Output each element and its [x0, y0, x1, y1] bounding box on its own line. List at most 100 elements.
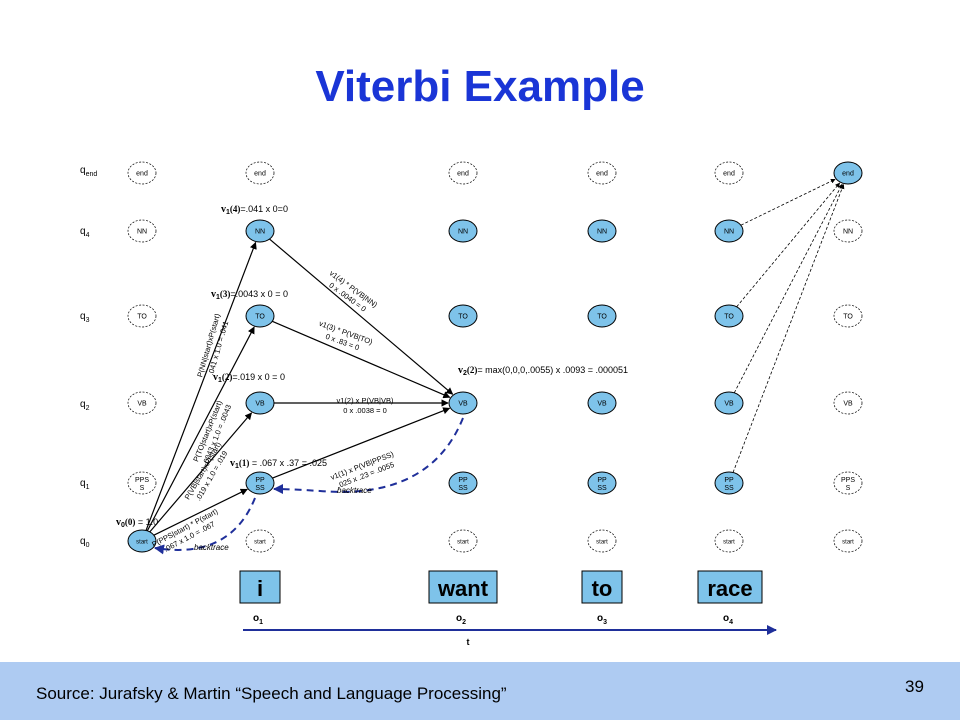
node-end-2: end: [448, 161, 478, 185]
node-to-4: TO: [714, 304, 744, 328]
observation-race: race o4: [697, 570, 763, 626]
node-nn-3: NN: [587, 219, 617, 243]
node-label: SS: [458, 485, 468, 492]
edge-ppss-4-to-end-5: [732, 184, 845, 473]
node-vb-3: VB: [587, 391, 617, 415]
edge-label-nn_vb: v1(4) * P(VB|NN)0 x .0040 = 0: [327, 269, 379, 314]
node-label: TO: [255, 314, 265, 321]
node-label: end: [842, 171, 854, 178]
node-vb-4: VB: [714, 391, 744, 415]
node-pps-5: PPSS: [833, 471, 863, 495]
node-label: SS: [724, 485, 734, 492]
node-label: S: [846, 485, 851, 492]
node-to-1: TO: [245, 304, 275, 328]
edge-nn-1-to-vb-2: [269, 238, 454, 395]
node-label: SS: [255, 485, 265, 492]
node-label: NN: [255, 229, 265, 236]
node-label: end: [254, 171, 266, 178]
node-label: PP: [724, 477, 734, 484]
state-label-end: qend: [80, 165, 97, 178]
node-nn-2: NN: [448, 219, 478, 243]
node-end-3: end: [587, 161, 617, 185]
edge-start-0-to-ppss-1: [153, 488, 248, 536]
backtrace-label: backtrace: [194, 543, 229, 552]
node-label: TO: [843, 314, 853, 321]
node-ppss-2: PPSS: [448, 471, 478, 495]
backtrace-vb-2-to-ppss-1: [273, 417, 464, 495]
node-label: start: [457, 540, 469, 546]
node-label: TO: [597, 314, 607, 321]
edge-vb-4-to-end-5: [733, 183, 843, 393]
node-label: VB: [137, 401, 147, 408]
edge-label-to_vb: v1(3) * P(VB|TO)0 x .83 = 0: [318, 319, 375, 353]
node-nn-1: NN: [245, 219, 275, 243]
node-end-1: end: [245, 161, 275, 185]
node-end-0: end: [127, 161, 157, 185]
node-label: NN: [843, 229, 853, 236]
observation-label: o3: [597, 613, 607, 626]
edge-start-0-to-vb-1: [149, 412, 252, 533]
edge-label-vb_vb: v1(2) x P(VB|VB)0 x .0038 = 0: [337, 396, 394, 415]
node-start-1: start: [245, 529, 275, 553]
node-label: start: [596, 540, 608, 546]
node-label: end: [457, 171, 469, 178]
page-number: 39: [905, 677, 924, 696]
node-start-0: start: [127, 529, 157, 553]
node-ppss-4: PPSS: [714, 471, 744, 495]
node-label: PP: [597, 477, 607, 484]
node-end-5: end: [833, 161, 863, 185]
node-label: VB: [597, 401, 607, 408]
node-label: SS: [597, 485, 607, 492]
node-label: VB: [843, 401, 853, 408]
edge-label-start_nn: P(NN|start)xP(start).041 x 1.0 = .041: [195, 312, 230, 378]
node-ppss-1: PPSS: [245, 471, 275, 495]
edge-to-1-to-vb-2: [272, 320, 451, 399]
node-label: TO: [137, 314, 147, 321]
node-label: NN: [724, 229, 734, 236]
node-label: PP: [255, 477, 265, 484]
observation-word: to: [592, 576, 613, 601]
node-start-4: start: [714, 529, 744, 553]
state-label-3: q3: [80, 311, 90, 324]
node-label: VB: [255, 401, 265, 408]
viterbi-value-v2_2: v2(2)= max(0,0,0,.0055) x .0093 = .00005…: [458, 365, 628, 377]
state-label-1: q1: [80, 478, 90, 491]
time-axis: t: [243, 625, 777, 647]
backtrace-label: backtrace: [337, 486, 372, 495]
trellis-nodes: endNNTOVBPPSSstartendNNTOVBPPSSstartendN…: [127, 161, 863, 553]
observation-label: o4: [723, 613, 733, 626]
observation-i: io1: [239, 570, 281, 626]
edge-labels: P(NN|start)xP(start).041 x 1.0 = .041P(T…: [150, 269, 395, 554]
backtrace-paths: backtrace backtrace: [154, 417, 464, 555]
node-label: PP: [458, 477, 468, 484]
node-end-4: end: [714, 161, 744, 185]
node-label: end: [136, 171, 148, 178]
footer-bar: Source: Jurafsky & Martin “Speech and La…: [0, 662, 960, 720]
node-start-5: start: [833, 529, 863, 553]
node-nn-4: NN: [714, 219, 744, 243]
time-axis-label: t: [467, 637, 470, 647]
node-label: start: [136, 540, 148, 546]
node-label: NN: [137, 229, 147, 236]
node-label: VB: [724, 401, 734, 408]
node-to-5: TO: [833, 304, 863, 328]
node-label: start: [842, 540, 854, 546]
node-to-2: TO: [448, 304, 478, 328]
viterbi-value-v1_2: v1(2)=.019 x 0 = 0: [213, 372, 285, 384]
node-label: PPS: [841, 477, 855, 484]
transition-edges: [145, 178, 845, 536]
node-vb-2: VB: [448, 391, 478, 415]
state-label-0: q0: [80, 536, 90, 549]
slide-title: Viterbi Example: [315, 62, 645, 111]
node-to-3: TO: [587, 304, 617, 328]
backtrace-ppss-1-to-start-0: [154, 497, 256, 555]
node-label: NN: [597, 229, 607, 236]
observation-word: race: [707, 576, 752, 601]
viterbi-annotations: v0(0) = 1.0v1(4)=.041 x 0=0v1(3)=.0043 x…: [116, 204, 628, 529]
node-vb-0: VB: [127, 391, 157, 415]
observation-label: o1: [253, 613, 263, 626]
observation-word: want: [437, 576, 489, 601]
node-label: PPS: [135, 477, 149, 484]
